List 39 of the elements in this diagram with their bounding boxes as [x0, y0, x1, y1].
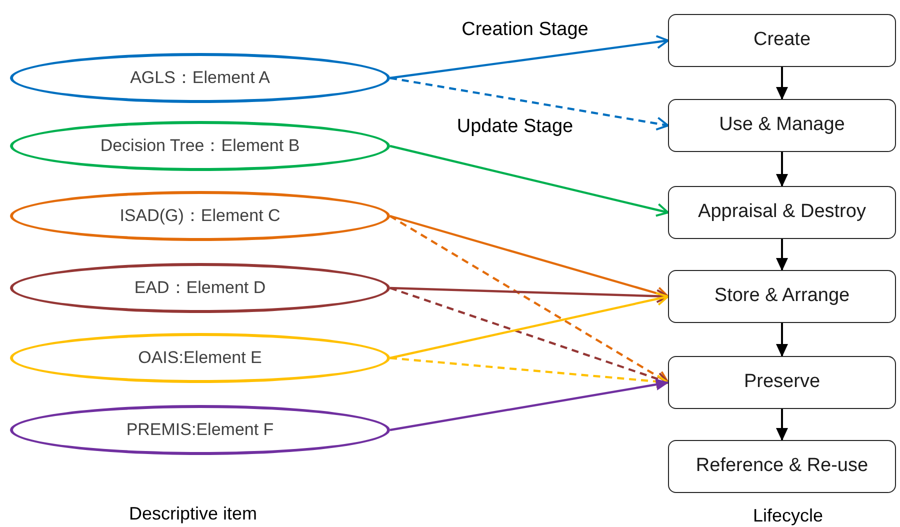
arrow: [390, 144, 669, 217]
arrow: [776, 152, 788, 187]
node-label: ISAD(G)：Element C: [120, 205, 280, 228]
arrow: [390, 292, 669, 360]
node-label: EAD：Element D: [134, 277, 266, 300]
node-label: OAIS:Element E: [138, 347, 262, 370]
arrow: [776, 409, 788, 441]
arrow: [390, 356, 669, 388]
arrow: [776, 323, 788, 357]
descriptive-ellipse: [10, 405, 390, 455]
node-label: Decision Tree：Element B: [100, 135, 300, 158]
lifecycle-box: [668, 99, 896, 152]
node-label: Store & Arrange: [714, 284, 850, 308]
descriptive-ellipse: [10, 53, 390, 103]
arrow: [776, 67, 788, 100]
descriptive-ellipse: [10, 263, 390, 313]
lifecycle-box: [668, 186, 896, 239]
descriptive-ellipse: [10, 333, 390, 383]
arrow: [390, 378, 669, 432]
caption-text: Descriptive item: [128, 502, 258, 526]
descriptive-ellipse: [10, 191, 390, 241]
lifecycle-box: [668, 356, 896, 409]
arrow: [776, 239, 788, 271]
descriptive-ellipse: [10, 121, 390, 171]
node-label: Use & Manage: [719, 113, 845, 138]
node-label: AGLS：Element A: [130, 67, 270, 90]
lifecycle-box: [668, 270, 896, 323]
arrow: [390, 286, 669, 304]
arrow: [390, 35, 669, 80]
node-label: Create: [753, 28, 811, 52]
lifecycle-box: [668, 440, 896, 493]
arrow: [389, 215, 669, 384]
node-label: Reference & Re-use: [696, 454, 868, 478]
lifecycle-box: [668, 14, 896, 67]
node-label: PREMIS:Element F: [126, 419, 274, 442]
node-label: Appraisal & Destroy: [698, 200, 866, 224]
caption-text: Lifecycle: [752, 504, 824, 527]
node-label: Preserve: [744, 370, 820, 394]
arrow: [390, 76, 669, 131]
